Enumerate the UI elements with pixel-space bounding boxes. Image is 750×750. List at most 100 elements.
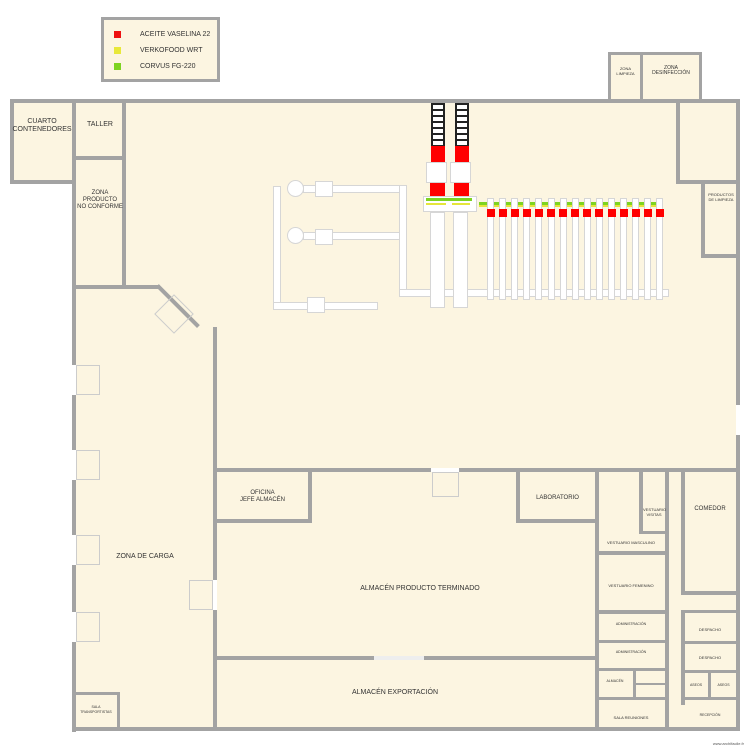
wall: [308, 468, 312, 522]
tank-column: [595, 198, 603, 300]
tank-column: [571, 198, 579, 300]
wall: [72, 285, 160, 289]
room-limpieza-desinfeccion: [608, 52, 700, 102]
ladder-icon: [455, 103, 469, 146]
red-tank-marker: [522, 209, 531, 217]
dock-door[interactable]: [736, 405, 740, 435]
legend-label: CORVUS FG-220: [140, 63, 196, 70]
red-tank-marker: [455, 146, 469, 163]
wall: [608, 52, 702, 55]
wall: [639, 468, 643, 534]
label-laboratorio: LABORATORIO: [536, 495, 579, 501]
red-tank-marker: [595, 209, 604, 217]
green-line: [426, 198, 472, 201]
wall: [122, 99, 126, 289]
wall: [72, 692, 120, 695]
pipe: [399, 185, 407, 297]
dock-door[interactable]: [213, 580, 217, 610]
red-tank-marker: [534, 209, 543, 217]
wall: [595, 697, 669, 700]
dock-leveler: [189, 580, 213, 610]
wall: [72, 156, 126, 160]
tank-column: [535, 198, 543, 300]
dock-leveler: [432, 472, 459, 497]
main-floor: [72, 100, 678, 730]
pipe: [399, 289, 669, 297]
label-administracion-1: ADMINISTRACIÓN: [615, 622, 647, 626]
label-recepcion: RECEPCIÓN: [699, 713, 721, 717]
label-vestuario-femenino: VESTUARIO FEMENINO: [608, 583, 654, 588]
label-zona-limpieza: ZONA LIMPIEZA: [616, 66, 635, 76]
wall: [10, 99, 14, 184]
red-tank-marker: [583, 209, 592, 217]
green-swatch-icon: [114, 63, 121, 70]
dock-door[interactable]: [431, 468, 459, 472]
wall: [595, 668, 669, 671]
label-cuarto-contenedores: CUARTO CONTENEDORES: [12, 118, 72, 133]
pipe: [273, 302, 378, 310]
tank-icon: [287, 227, 304, 244]
wall: [681, 641, 738, 644]
red-tank-marker: [559, 209, 568, 217]
red-tank-marker: [431, 146, 445, 163]
tank-column: [430, 212, 445, 308]
tank-column: [547, 198, 555, 300]
dock-door[interactable]: [72, 365, 76, 395]
dock-door[interactable]: [72, 450, 76, 480]
wall: [681, 610, 685, 705]
legend: ACEITE VASELINA 22 VERKOFOOD WRT CORVUS …: [101, 17, 220, 82]
dock-door[interactable]: [72, 535, 76, 565]
wall: [676, 180, 738, 184]
legend-label: ACEITE VASELINA 22: [140, 31, 211, 38]
tank-column: [523, 198, 531, 300]
red-tank-marker: [571, 209, 580, 217]
dock-door[interactable]: [72, 612, 76, 642]
tank-column: [644, 198, 652, 300]
wall: [699, 52, 702, 102]
watermark: www.archifacile.fr: [712, 741, 744, 746]
wall: [213, 468, 738, 472]
label-almacen-producto-terminado: ALMACÉN PRODUCTO TERMINADO: [360, 585, 480, 592]
red-tank-marker: [607, 209, 616, 217]
label-sala-reuniones: SALA REUNIONES: [613, 715, 649, 720]
wall: [213, 327, 217, 730]
tank-column: [487, 198, 494, 300]
dock-leveler: [76, 450, 100, 480]
sliding-door[interactable]: [374, 656, 424, 660]
label-administracion-2: ADMINISTRACIÓN: [615, 650, 647, 654]
legend-item: CORVUS FG-220: [114, 63, 196, 70]
wall: [633, 671, 636, 699]
red-swatch-icon: [114, 31, 121, 38]
red-tank-marker: [547, 209, 555, 217]
wall: [708, 670, 711, 700]
tank-block: [450, 162, 471, 183]
tank-column: [499, 198, 507, 300]
yellow-swatch-icon: [114, 47, 121, 54]
label-productos-limpieza: PRODUCTOS DE LIMPIEZA: [708, 192, 734, 202]
dock-leveler: [76, 365, 100, 395]
ladder-icon: [431, 103, 445, 146]
wall: [595, 610, 669, 614]
label-almacen-small: ALMACÉN: [606, 679, 624, 683]
tank-column: [559, 198, 567, 300]
red-tank-marker: [510, 209, 519, 217]
red-tank-marker: [486, 209, 495, 217]
tank-block: [426, 162, 447, 183]
wall: [213, 519, 312, 523]
wall: [701, 254, 738, 258]
tank-column: [583, 198, 591, 300]
wall: [636, 683, 666, 685]
label-vestuario-masculino: VESTUARIO MASCULINO: [606, 540, 655, 545]
label-vestuario-visitas: VESTUARIO VISITAS: [643, 507, 667, 517]
red-tank-marker: [643, 209, 652, 217]
label-zona-de-carga: ZONA DE CARGA: [116, 553, 174, 560]
wall: [681, 610, 738, 613]
label-taller: TALLER: [87, 121, 113, 128]
wall: [608, 52, 611, 102]
yellow-line: [479, 205, 661, 207]
red-tank-marker: [655, 209, 664, 217]
tank-column: [632, 198, 640, 300]
wall: [595, 468, 599, 730]
red-tank-marker: [498, 209, 507, 217]
wall: [681, 591, 738, 595]
